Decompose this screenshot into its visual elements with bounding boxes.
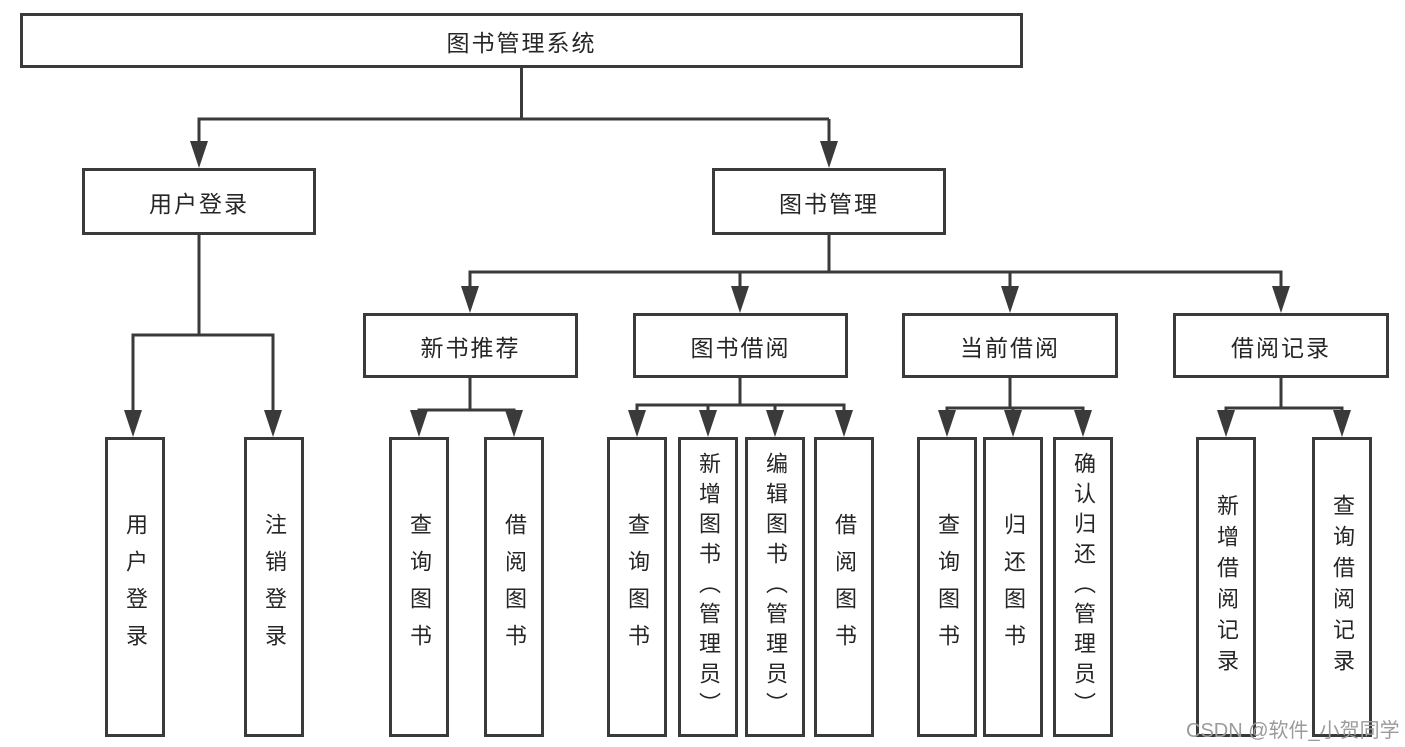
leaf-query-borrow-record: 查询借阅记录 <box>1312 437 1372 737</box>
node-new-book-recommend: 新书推荐 <box>363 313 578 378</box>
node-library-system-label: 图书管理系统 <box>446 29 597 56</box>
leaf-add-borrow-record: 新增借阅记录 <box>1196 437 1256 737</box>
node-book-borrowing: 图书借阅 <box>633 313 848 378</box>
leaf-return-book-label: 归还图书 <box>1001 513 1026 661</box>
node-current-borrowing-label: 当前借阅 <box>960 334 1060 361</box>
leaf-edit-book-admin-label: 编辑图书（管理员） <box>763 452 788 722</box>
leaf-add-borrow-record-label: 新增借阅记录 <box>1214 494 1239 680</box>
node-library-system: 图书管理系统 <box>20 13 1023 68</box>
node-current-borrowing: 当前借阅 <box>902 313 1118 378</box>
leaf-borrow-books-borrowing: 借阅图书 <box>814 437 874 737</box>
leaf-query-books-recommend-label: 查询图书 <box>407 513 432 661</box>
leaf-logout: 注销登录 <box>244 437 304 737</box>
leaf-confirm-return-admin: 确认归还（管理员） <box>1053 437 1113 737</box>
leaf-query-books-current-label: 查询图书 <box>935 513 960 661</box>
leaf-query-books-current: 查询图书 <box>917 437 977 737</box>
leaf-borrow-books-recommend: 借阅图书 <box>484 437 544 737</box>
leaf-query-borrow-record-label: 查询借阅记录 <box>1330 494 1355 680</box>
watermark: CSDN @软件_小贺同学 <box>1186 720 1400 742</box>
node-borrowing-records: 借阅记录 <box>1173 313 1389 378</box>
leaf-user-login-label: 用户登录 <box>123 513 148 661</box>
leaf-edit-book-admin: 编辑图书（管理员） <box>745 437 805 737</box>
node-book-borrowing-label: 图书借阅 <box>690 334 791 361</box>
leaf-return-book: 归还图书 <box>983 437 1043 737</box>
connector-segments <box>131 66 1344 414</box>
node-user-login-label: 用户登录 <box>149 190 249 217</box>
node-book-management: 图书管理 <box>712 168 946 235</box>
connector-arrowheads <box>124 141 1351 437</box>
leaf-query-books-borrowing-label: 查询图书 <box>625 513 650 661</box>
leaf-add-book-admin-label: 新增图书（管理员） <box>696 452 721 722</box>
node-new-book-recommend-label: 新书推荐 <box>420 334 521 361</box>
leaf-query-books-borrowing: 查询图书 <box>607 437 667 737</box>
leaf-borrow-books-recommend-label: 借阅图书 <box>502 513 527 661</box>
leaf-confirm-return-admin-label: 确认归还（管理员） <box>1071 452 1096 722</box>
node-borrowing-records-label: 借阅记录 <box>1231 334 1331 361</box>
leaf-add-book-admin: 新增图书（管理员） <box>678 437 738 737</box>
node-user-login: 用户登录 <box>82 168 316 235</box>
leaf-borrow-books-borrowing-label: 借阅图书 <box>832 513 857 661</box>
leaf-logout-label: 注销登录 <box>262 513 287 661</box>
leaf-query-books-recommend: 查询图书 <box>389 437 449 737</box>
node-book-management-label: 图书管理 <box>779 190 879 217</box>
leaf-user-login: 用户登录 <box>105 437 165 737</box>
